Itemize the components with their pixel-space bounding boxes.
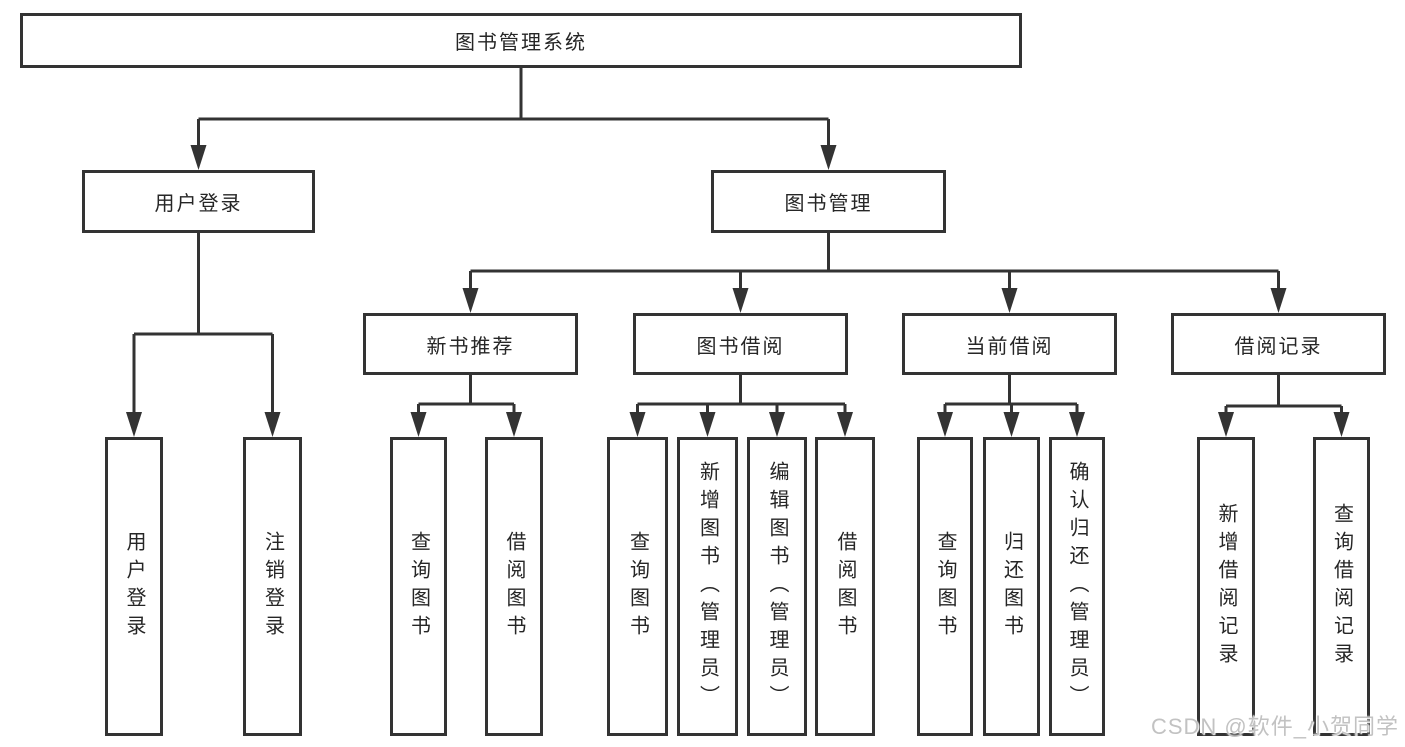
edge-new-book-to-leaves — [410, 375, 522, 437]
leaf-edit-book-admin: 编辑图书（管理员） — [747, 437, 807, 736]
node-new-book-recommendation: 新书推荐 — [363, 313, 578, 375]
leaf-user-login: 用户登录 — [105, 437, 163, 736]
leaf-confirm-return-admin: 确认归还（管理员） — [1049, 437, 1105, 736]
leaf-borrow-books: 借阅图书 — [485, 437, 543, 736]
node-borrowing-records: 借阅记录 — [1171, 313, 1386, 375]
edge-current-borrowing-to-leaves — [937, 375, 1085, 437]
node-current-borrowing: 当前借阅 — [902, 313, 1117, 375]
edge-records-to-leaves — [1218, 375, 1350, 437]
edge-root-to-branches — [190, 68, 837, 170]
leaf-borrow-books-2: 借阅图书 — [815, 437, 875, 736]
leaf-add-book-admin: 新增图书（管理员） — [677, 437, 738, 736]
leaf-return-books: 归还图书 — [983, 437, 1040, 736]
leaf-query-books-2: 查询图书 — [607, 437, 668, 736]
leaf-add-borrowing-record: 新增借阅记录 — [1197, 437, 1255, 736]
edge-user-login-to-leaves — [126, 233, 281, 437]
leaf-query-books-3: 查询图书 — [917, 437, 973, 736]
leaf-query-books: 查询图书 — [390, 437, 447, 736]
watermark: CSDN @软件_小贺同学 — [1150, 714, 1399, 739]
leaf-query-borrowing-record: 查询借阅记录 — [1313, 437, 1370, 736]
node-book-borrowing: 图书借阅 — [633, 313, 848, 375]
leaf-logout: 注销登录 — [243, 437, 302, 736]
node-book-management-branch: 图书管理 — [711, 170, 946, 233]
edge-book-management-to-sections — [462, 233, 1287, 313]
node-library-management-system: 图书管理系统 — [20, 13, 1022, 68]
node-user-login-branch: 用户登录 — [82, 170, 315, 233]
edge-book-borrowing-to-leaves — [629, 375, 853, 437]
